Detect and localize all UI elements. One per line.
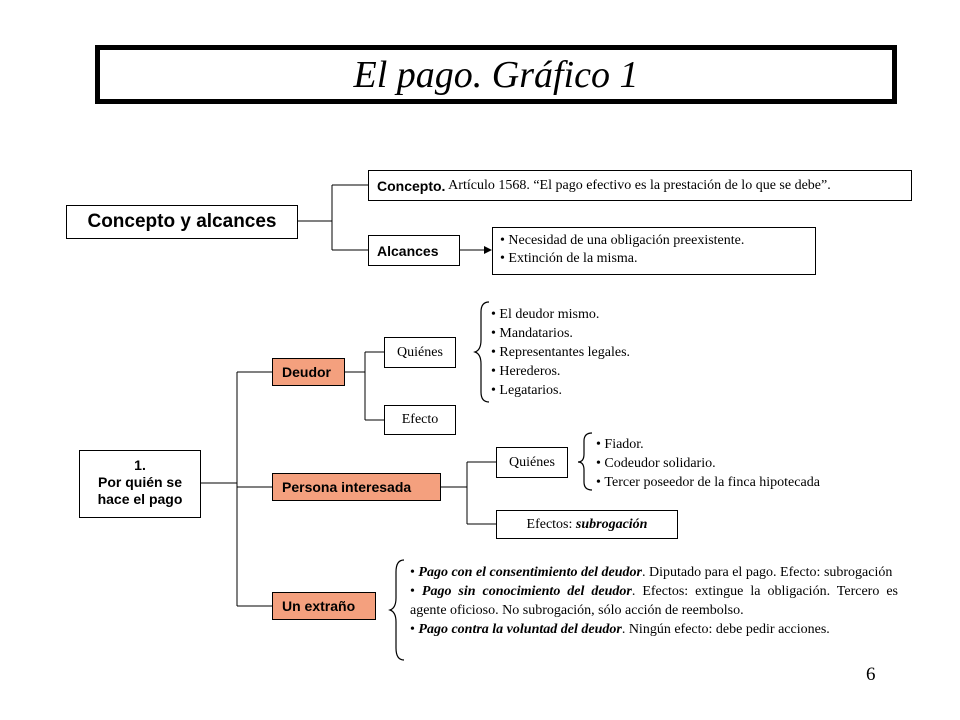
list-item: Pago con el consentimiento del deudor. D…	[410, 563, 898, 582]
concepto-label: Concepto.	[377, 177, 446, 194]
item-rest: . Efectos: extingue la obligación. Terce…	[410, 584, 898, 618]
por-quien-line2: hace el pago	[97, 491, 183, 507]
arrow-head	[484, 246, 492, 254]
brace-persona-quienes	[577, 432, 593, 491]
page-title: El pago. Gráfico 1	[95, 45, 897, 104]
item-lead: Pago sin conocimiento del deudor	[421, 584, 632, 599]
item-rest: . Diputado para el pago. Efecto: subroga…	[642, 565, 893, 580]
por-quien-line1: Por quién se	[97, 474, 183, 490]
persona-quienes-box: Quiénes	[496, 447, 568, 478]
un-extrano-box: Un extraño	[272, 592, 376, 620]
concepto-alcances-box: Concepto y alcances	[66, 205, 298, 239]
alcances-list-box: Necesidad de una obligación preexistente…	[492, 227, 816, 275]
page-number: 6	[866, 664, 876, 685]
persona-efectos-box: Efectos: subrogación	[496, 510, 678, 539]
concepto-box: Concepto. Artículo 1568. “El pago efecti…	[368, 170, 912, 201]
list-item: Necesidad de una obligación preexistente…	[500, 232, 815, 250]
deudor-efecto-box: Efecto	[384, 405, 456, 435]
alcances-box: Alcances	[368, 235, 460, 266]
list-item: Codeudor solidario.	[596, 454, 886, 473]
deudor-quienes-box: Quiénes	[384, 337, 456, 368]
list-item: Representantes legales.	[491, 343, 691, 362]
efectos-prefix: Efectos:	[526, 516, 576, 532]
item-rest: . Ningún efecto: debe pedir acciones.	[621, 622, 830, 637]
por-quien-box: 1. Por quién se hace el pago	[79, 450, 201, 518]
efectos-value: subrogación	[575, 516, 648, 532]
list-item: Fiador.	[596, 435, 886, 454]
brace-deudor-quienes	[473, 301, 490, 403]
brace-extrano	[388, 559, 405, 661]
un-extrano-list: Pago con el consentimiento del deudor. D…	[410, 563, 898, 639]
list-item: Legatarios.	[491, 381, 691, 400]
por-quien-number: 1.	[134, 457, 146, 473]
list-item: Mandatarios.	[491, 324, 691, 343]
deudor-box: Deudor	[272, 358, 345, 386]
persona-quienes-list: Fiador. Codeudor solidario. Tercer posee…	[596, 435, 886, 492]
concepto-text: Artículo 1568. “El pago efectivo es la p…	[445, 177, 831, 193]
item-lead: Pago contra la voluntad del deudor	[418, 622, 622, 637]
persona-interesada-box: Persona interesada	[272, 473, 441, 501]
list-item: Herederos.	[491, 362, 691, 381]
list-item: Extinción de la misma.	[500, 250, 815, 268]
list-item: Pago sin conocimiento del deudor. Efecto…	[410, 582, 898, 620]
list-item: Tercer poseedor de la finca hipotecada	[596, 473, 886, 492]
list-item: Pago contra la voluntad del deudor. Ning…	[410, 620, 898, 639]
deudor-quienes-list: El deudor mismo. Mandatarios. Representa…	[491, 305, 691, 400]
item-lead: Pago con el consentimiento del deudor	[418, 565, 643, 580]
list-item: El deudor mismo.	[491, 305, 691, 324]
